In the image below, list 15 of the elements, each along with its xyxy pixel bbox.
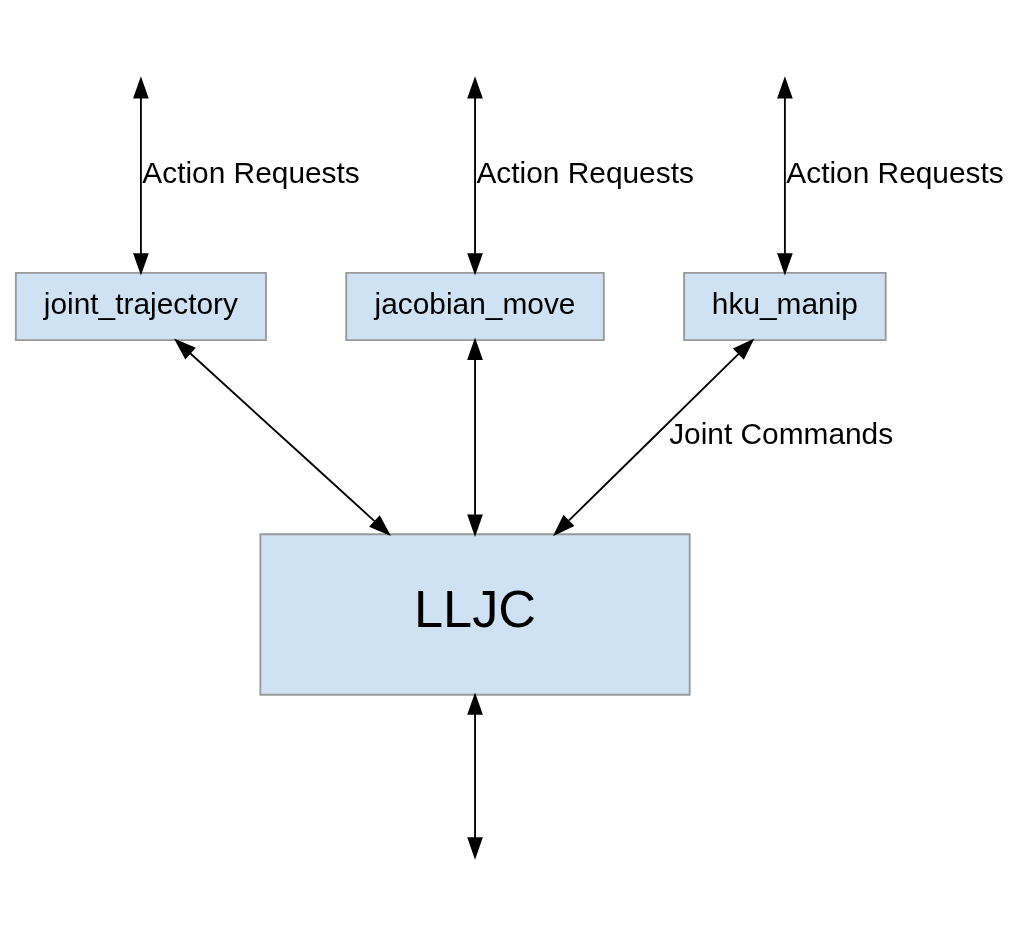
arrow — [467, 692, 483, 860]
edge-label: Action Requests — [786, 155, 1004, 189]
arrow — [777, 76, 793, 276]
arrow — [552, 338, 755, 537]
node-box: LLJC — [259, 533, 691, 696]
node-box: hku_manip — [683, 272, 887, 342]
arrow — [173, 338, 391, 537]
arrow — [133, 76, 149, 276]
arrow — [467, 76, 483, 276]
edge-label: Joint Commands — [669, 417, 894, 451]
edge-label: Action Requests — [476, 155, 694, 189]
edge-label: Action Requests — [142, 155, 360, 189]
node-box: jacobian_move — [345, 272, 605, 342]
node-box: joint_trajectory — [14, 272, 267, 342]
arrow — [467, 337, 483, 538]
